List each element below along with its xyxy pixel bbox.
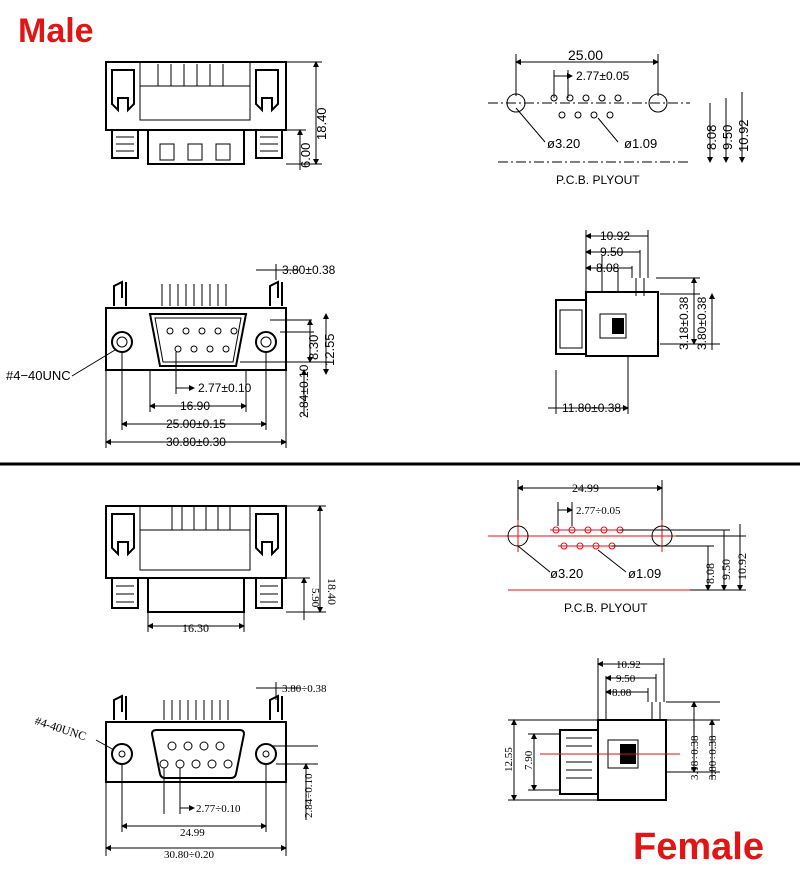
male-front-w-holes: 25.00±0.15 [166, 417, 226, 431]
female-side-d3: 8.08 [612, 687, 632, 699]
male-side-h2: 3.80±0.38 [695, 296, 709, 350]
female-front-offset: 2.84÷0.10 [303, 773, 315, 818]
female-pcb-row1: 8.08 [703, 563, 717, 584]
male-front-h-outer: 12.55 [322, 333, 337, 366]
female-pcb-caption: P.C.B. PLYOUT [564, 601, 648, 615]
female-top-width: 16.30 [182, 621, 209, 635]
male-side-d3: 8.08 [596, 261, 620, 275]
male-top-offset: 6.00 [298, 143, 313, 168]
female-top-view [105, 505, 326, 632]
female-heading: Female [633, 826, 764, 868]
female-front-w-holes: 24.99 [180, 827, 205, 839]
male-front-h-inner: 8.30 [306, 335, 321, 360]
female-top-height: 18.40 [325, 578, 339, 605]
male-side-d1: 10.92 [600, 229, 630, 243]
male-front-w-inner: 16.90 [180, 399, 210, 413]
male-front-view [71, 264, 330, 448]
male-front-thread: #4−40UNC [6, 368, 71, 383]
female-side-h2: 3.80÷0.38 [707, 735, 719, 780]
male-pcb-hole-small: ø1.09 [624, 136, 657, 151]
female-front-view [95, 682, 318, 856]
male-pcb-hole-large: ø3.20 [547, 136, 580, 151]
male-pcb-pitch: 2.77±0.05 [576, 69, 630, 83]
male-pcb-width: 25.00 [568, 47, 603, 63]
female-side-h1: 3.18÷0.38 [689, 735, 701, 780]
female-side-d2: 9.50 [616, 673, 636, 685]
male-top-view [105, 61, 322, 170]
female-pcb-row2: 9.50 [719, 559, 733, 580]
male-pcb-caption: P.C.B. PLYOUT [556, 173, 640, 187]
male-heading: Male [18, 12, 94, 50]
male-pcb-row2: 9.50 [720, 125, 735, 150]
female-top-offset: 5.90 [309, 588, 321, 608]
female-side-height: 12.55 [503, 747, 515, 772]
male-front-w-total: 30.80±0.30 [166, 435, 226, 449]
male-side-width: 11.80±0.38 [562, 401, 621, 415]
female-pcb-row3: 10.92 [735, 553, 749, 580]
male-front-depth: 3.80±0.38 [282, 263, 336, 277]
male-side-view [548, 230, 720, 414]
male-side-d2: 9.50 [600, 245, 624, 259]
female-pcb-hole-large: ø3.20 [550, 566, 583, 581]
female-front-w-total: 30.80÷0.20 [164, 849, 215, 861]
female-side-d1: 10.92 [616, 659, 641, 671]
male-pcb-row1: 8.08 [704, 125, 719, 150]
female-front-thread: #4-40UNC [33, 714, 88, 744]
female-side-inner: 7.90 [523, 750, 535, 770]
female-pcb-layout [488, 480, 746, 591]
female-front-depth: 3.80÷0.38 [282, 683, 327, 695]
male-pcb-layout [488, 54, 745, 163]
male-top-height: 18.40 [314, 107, 329, 140]
female-front-pitch: 2.77÷0.10 [196, 803, 241, 815]
female-pcb-pitch: 2.77÷0.05 [576, 505, 621, 517]
male-pcb-row3: 10.92 [736, 119, 751, 152]
female-pcb-width: 24.99 [572, 481, 599, 495]
male-front-offset: 2.84±0.10 [297, 364, 311, 418]
female-pcb-hole-small: ø1.09 [628, 566, 661, 581]
male-front-pitch: 2.77±0.10 [198, 381, 252, 395]
female-side-view [508, 658, 720, 801]
male-side-h1: 3.18±0.38 [677, 296, 691, 350]
